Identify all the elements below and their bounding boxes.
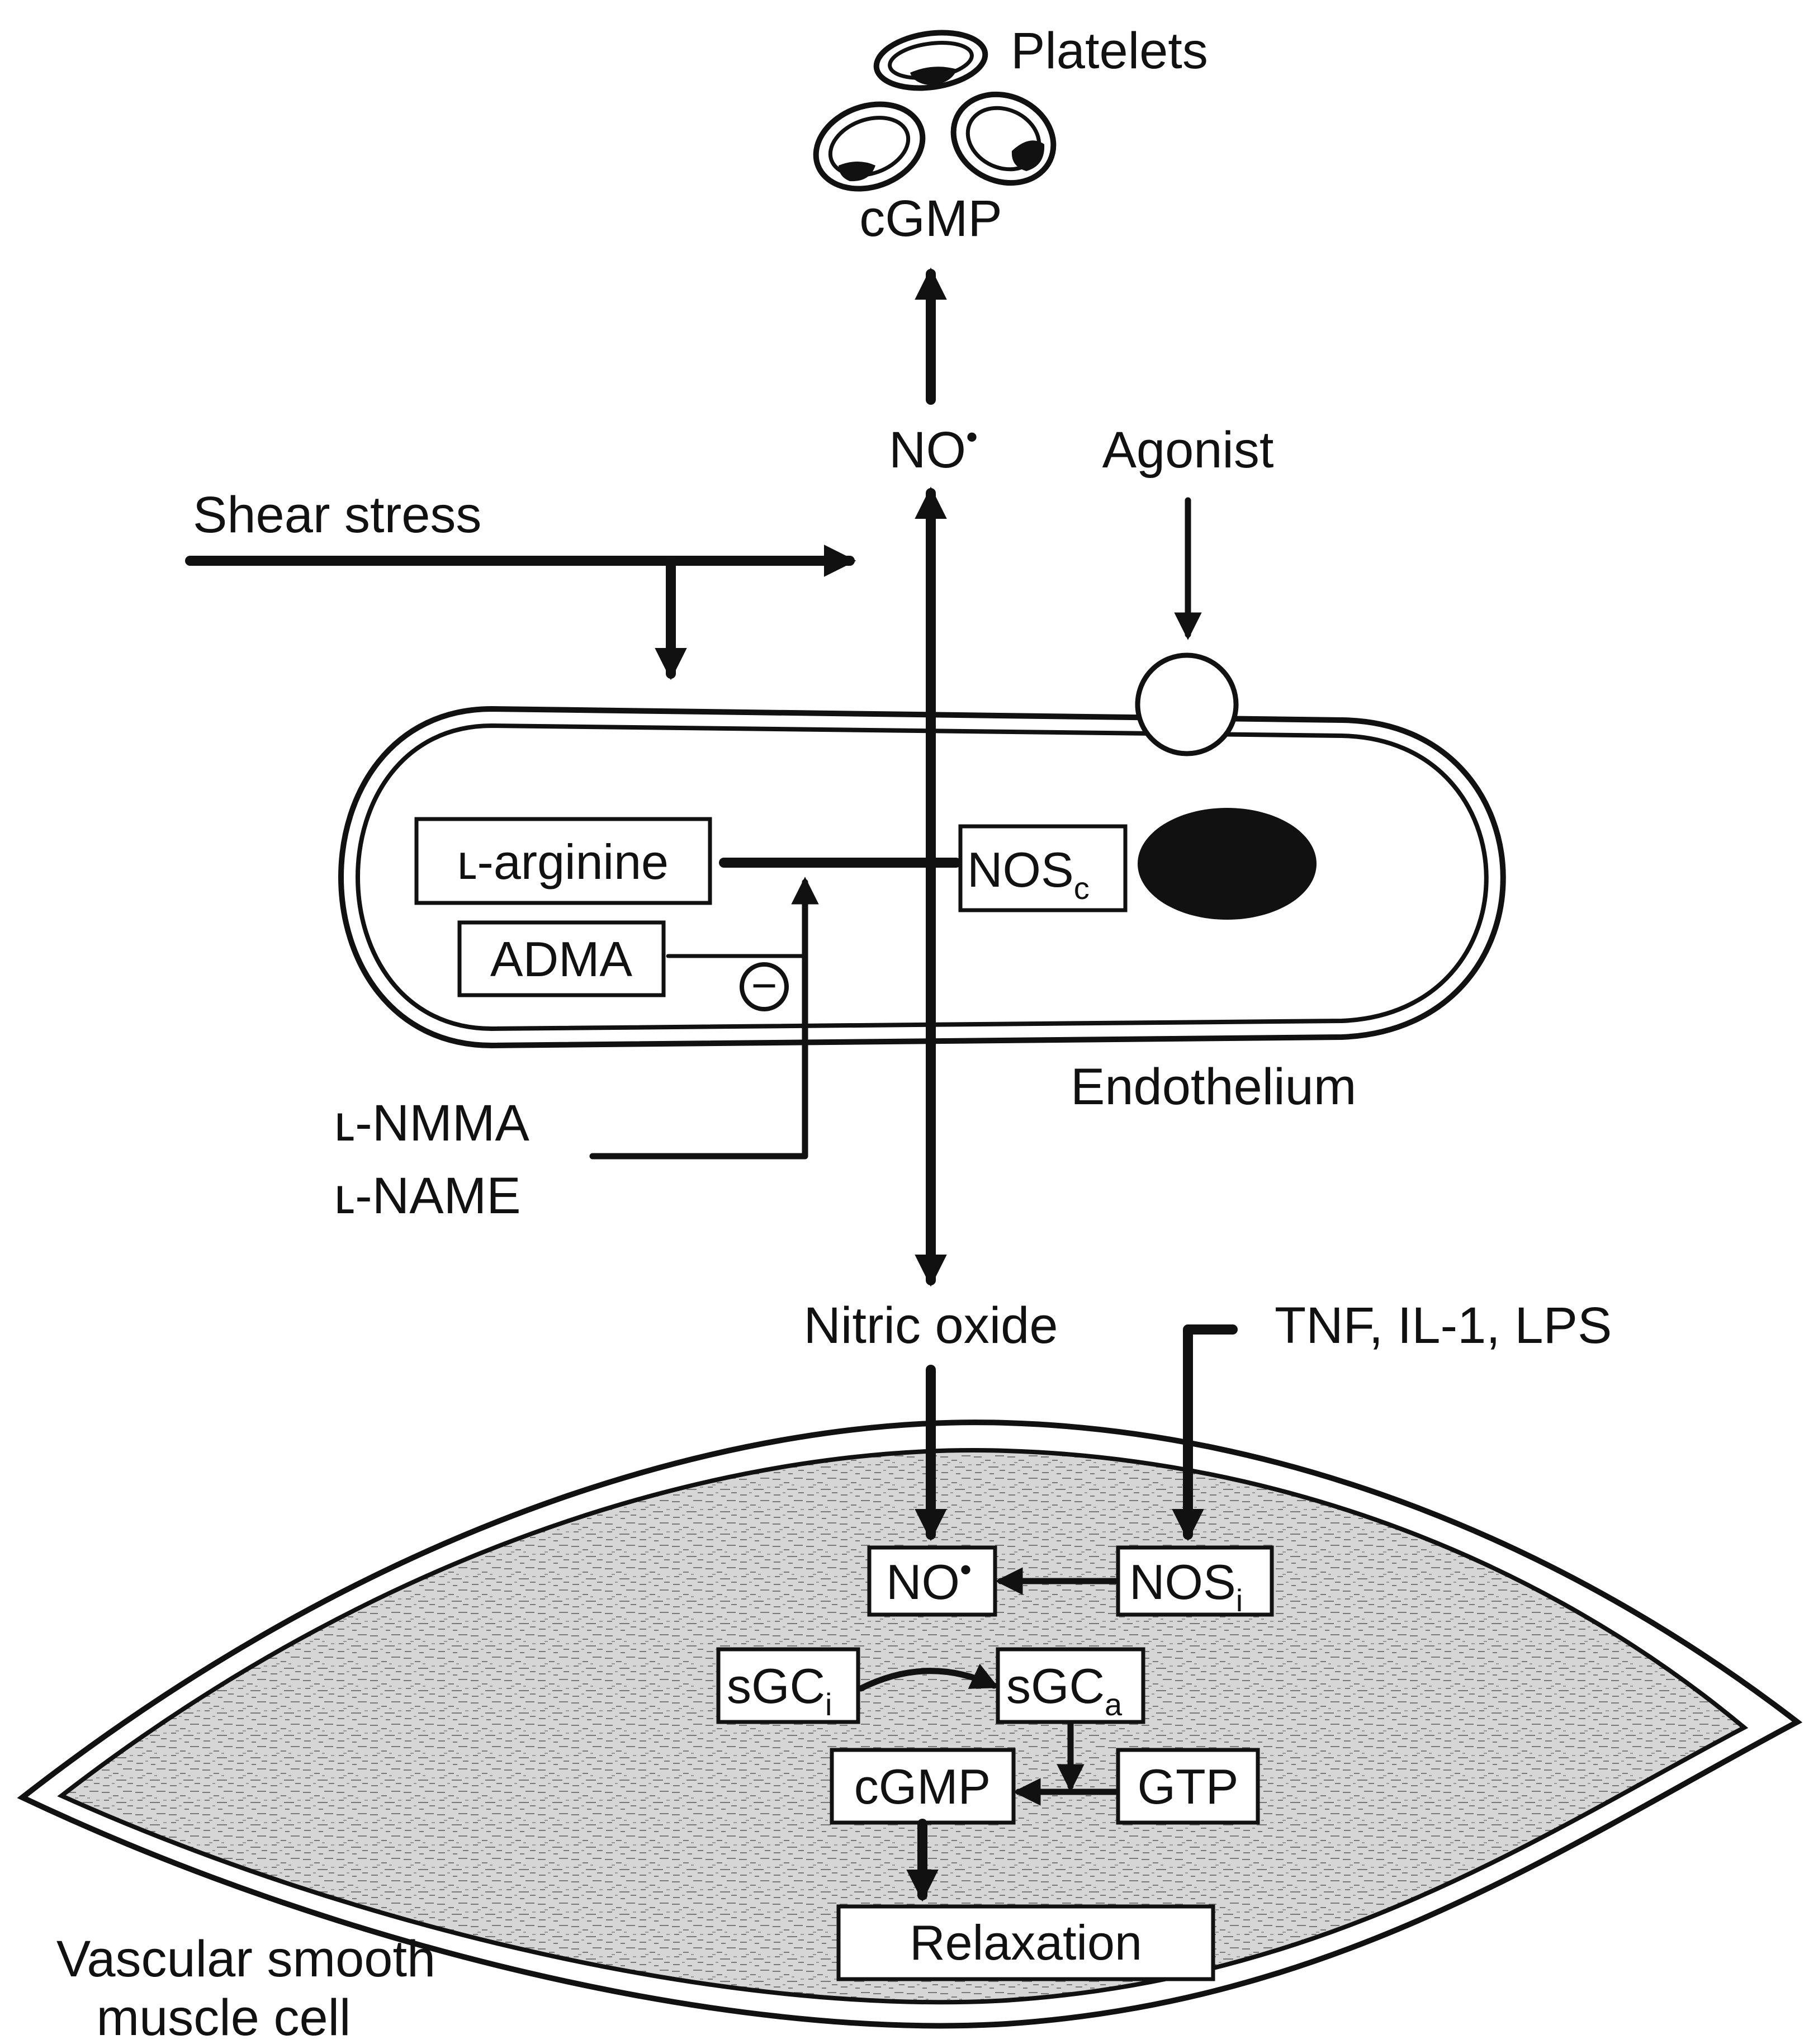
no-radical-label: NO• xyxy=(889,418,978,479)
nos-c-label: NOSc xyxy=(967,842,1090,906)
platelets-label: Platelets xyxy=(1011,22,1208,79)
no-inner-label: NO• xyxy=(886,1551,972,1610)
sgc-i-label: sGCi xyxy=(727,1658,832,1722)
cgmp-label: cGMP xyxy=(854,1759,991,1814)
nos-i-label: NOSi xyxy=(1129,1554,1243,1618)
cgmp-platelet-label: cGMP xyxy=(859,190,1002,247)
tnf-il1-lps-label: TNF, IL-1, LPS xyxy=(1275,1297,1612,1354)
agonist-label: Agonist xyxy=(1102,422,1274,479)
nitric-oxide-label: Nitric oxide xyxy=(803,1297,1058,1354)
l-arginine-label: ʟ-arginine xyxy=(457,834,669,889)
platelet-3 xyxy=(939,78,1068,199)
platelet-2 xyxy=(804,90,934,203)
l-nmma-label: ʟ-NMMA xyxy=(334,1095,530,1152)
inhibition-minus: − xyxy=(751,961,778,1010)
gtp-label: GTP xyxy=(1138,1759,1239,1814)
l-name-label: ʟ-NAME xyxy=(334,1167,521,1224)
endothelium-label: Endothelium xyxy=(1071,1058,1356,1115)
relaxation-label: Relaxation xyxy=(910,1915,1142,1970)
platelet-1 xyxy=(873,26,988,94)
endothelial-nucleus xyxy=(1138,808,1317,920)
adma-label: ADMA xyxy=(490,931,633,987)
vsmc-label-line2: muscle cell xyxy=(96,1989,351,2044)
agonist-receptor xyxy=(1138,655,1236,754)
shear-stress-label: Shear stress xyxy=(193,486,481,543)
vsmc-label-line1: Vascular smooth xyxy=(56,1931,435,1988)
